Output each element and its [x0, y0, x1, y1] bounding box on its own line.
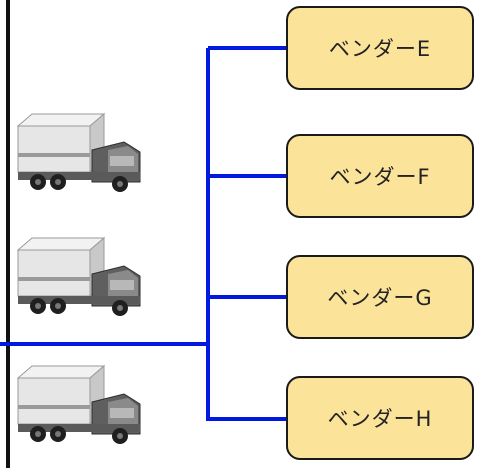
- vendor-label: ベンダーH: [327, 407, 433, 431]
- vendor-box-h: ベンダーH: [286, 376, 474, 460]
- truck-icon: [16, 112, 141, 192]
- vendor-label: ベンダーE: [328, 37, 432, 61]
- left-boundary-line: [6, 0, 10, 468]
- truck-icon: [16, 236, 141, 316]
- vendor-label: ベンダーF: [329, 165, 431, 189]
- truck-icon: [16, 364, 141, 444]
- vendor-box-g: ベンダーG: [286, 255, 474, 339]
- vendor-label: ベンダーG: [327, 286, 433, 310]
- vendor-box-e: ベンダーE: [286, 6, 474, 90]
- vendor-box-f: ベンダーF: [286, 134, 474, 218]
